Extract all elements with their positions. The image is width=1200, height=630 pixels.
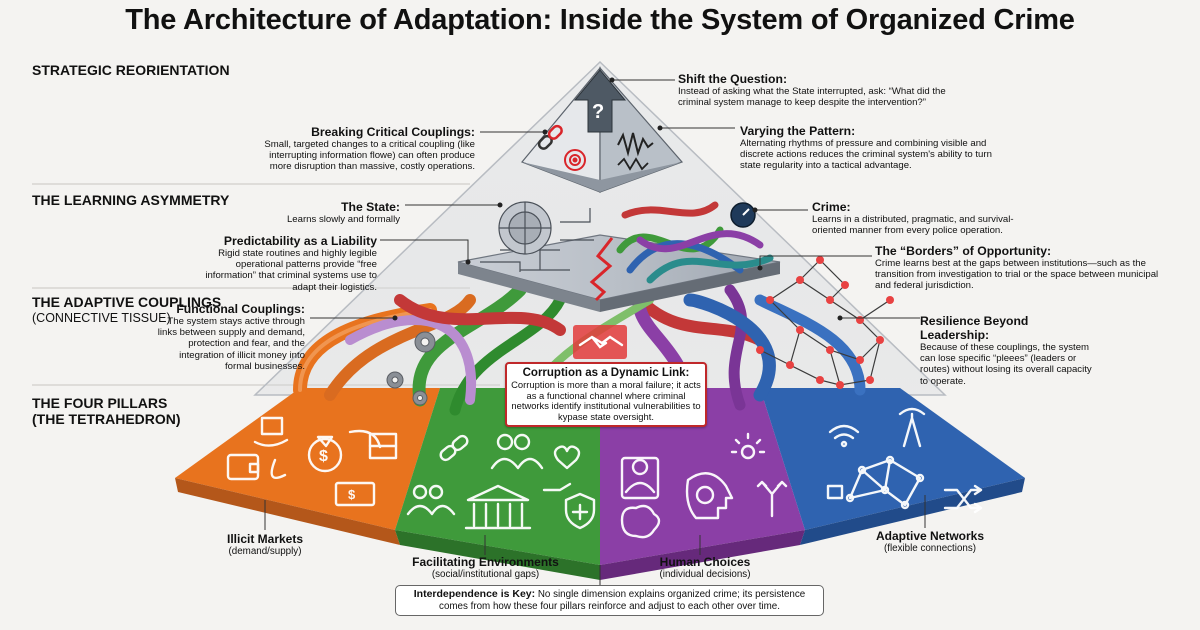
callout-body: Learns slowly and formally: [286, 214, 400, 225]
people-icon: [406, 484, 456, 516]
callout-heading: Varying the Pattern:: [740, 124, 856, 138]
key-label: Interdependence is Key:: [413, 588, 536, 600]
callout-the-state: The State: Learns slowly and formally: [250, 200, 400, 225]
hand-box-icon: [253, 416, 289, 447]
svg-text:$: $: [348, 487, 356, 502]
page-title: The Architecture of Adaptation: Inside t…: [125, 4, 1075, 36]
pillar-sub: (demand/supply): [228, 546, 302, 557]
cycle-arrow-icon: [270, 458, 287, 480]
learning-plate: [457, 201, 781, 312]
callout-body: Crime learns best at the gaps between in…: [875, 258, 1159, 292]
chain-icon: [439, 434, 469, 462]
callout-body: Small, targeted changes to a critical co…: [264, 139, 475, 173]
signpost-icon: [756, 480, 788, 518]
section-strategic-reorientation: STRATEGIC REORIENTATION: [32, 62, 230, 78]
interdependence-key-box: Interdependence is Key: No single dimens…: [395, 585, 824, 616]
section-pillars-subtitle: (THE TETRAHEDRON): [32, 411, 181, 427]
pillar-label-human-choices: Human Choices (individual decisions): [640, 556, 770, 581]
wifi-icon: [828, 424, 860, 448]
brain-icon: [620, 504, 661, 539]
pillar-sub: (flexible connections): [883, 543, 977, 554]
section-adaptive-couplings: THE ADAPTIVE COUPLINGS (CONNECTIVE TISSU…: [32, 294, 232, 326]
top-pyramid: ?: [521, 66, 684, 193]
callout-heading: Crime:: [812, 200, 851, 214]
callout-crime: Crime: Learns in a distributed, pragmati…: [812, 200, 1027, 236]
pillar-name: Human Choices: [659, 555, 751, 569]
callout-heading: Functional Couplings:: [176, 302, 305, 316]
callout-heading: Breaking Critical Couplings:: [311, 125, 475, 139]
callout-heading: Resilience Beyond Leadership:: [920, 314, 1029, 342]
shuffle-icon: [943, 484, 983, 514]
resilience-nodes: [756, 256, 894, 389]
svg-text:$: $: [319, 448, 328, 465]
key-body: No single dimension explains organized c…: [439, 589, 806, 612]
callout-body: The system stays active through links be…: [157, 316, 305, 372]
pillar-name: Adaptive Networks: [875, 529, 985, 543]
money-bag-icon: $: [307, 435, 343, 473]
section-four-pillars: THE FOUR PILLARS (THE TETRAHEDRON): [32, 395, 232, 427]
pillar-label-illicit-markets: Illicit Markets (demand/supply): [195, 533, 335, 558]
cabinet-icon: [368, 432, 398, 460]
leader-lines: [264, 79, 926, 586]
callout-functional-couplings: Functional Couplings: The system stays a…: [150, 302, 305, 372]
callout-body: Instead of asking what the State interru…: [678, 86, 946, 109]
person-icon: [620, 456, 660, 500]
pillar-name: Facilitating Environments: [412, 555, 559, 569]
chart-board-icon: [826, 484, 844, 500]
callout-heading: The State:: [341, 200, 400, 214]
pillar-name: Illicit Markets: [226, 532, 304, 546]
heart-hand-icon: [542, 445, 581, 492]
pillar-sub: (individual decisions): [659, 569, 751, 580]
section-pillars-title: THE FOUR PILLARS: [32, 395, 168, 411]
callout-body: Because of these couplings, the system c…: [920, 342, 1092, 387]
head-brain-icon: [685, 472, 734, 520]
shield-cross-icon: [564, 492, 596, 530]
broken-chain-icon: [537, 124, 563, 150]
gauge-icon: [730, 202, 756, 228]
callout-body: Learns in a distributed, pragmatic, and …: [812, 214, 1014, 237]
callout-borders: The “Borders” of Opportunity: Crime lear…: [875, 244, 1165, 292]
pillar-sub: (social/institutional gaps): [431, 569, 540, 580]
callout-heading: The “Borders” of Opportunity:: [875, 244, 1052, 258]
section-adaptive-subtitle: (CONNECTIVE TISSUE): [32, 311, 171, 325]
question-icon: ?: [592, 101, 604, 123]
pillar-label-facilitating-environments: Facilitating Environments (social/instit…: [398, 556, 573, 581]
callout-body: Corruption is more than a moral failure;…: [511, 379, 701, 422]
pillar-label-adaptive-networks: Adaptive Networks (flexible connections): [865, 530, 995, 555]
callout-body: Alternating rhythms of pressure and comb…: [740, 138, 992, 172]
handshake-icon: [573, 325, 627, 359]
people-icon: [490, 433, 544, 470]
callout-shift-question: Shift the Question: Instead of asking wh…: [678, 72, 968, 108]
callout-heading: Corruption as a Dynamic Link:: [522, 367, 690, 379]
section-learning-asymmetry: THE LEARNING ASYMMETRY: [32, 192, 230, 208]
arrow-up-icon: [573, 69, 627, 133]
callout-corruption: Corruption as a Dynamic Link: Corruption…: [505, 362, 707, 428]
idea-icon: [730, 432, 766, 460]
network-icon: [845, 455, 925, 510]
section-adaptive-title: THE ADAPTIVE COUPLINGS: [32, 294, 222, 310]
waveform-icon: [617, 132, 654, 157]
callout-resilience: Resilience Beyond Leadership: Because of…: [920, 314, 1100, 387]
cash-icon: $: [334, 481, 376, 507]
callout-heading: Predictability as a Liability: [223, 234, 377, 248]
callout-body: Rigid state routines and highly legible …: [205, 248, 377, 293]
callout-predictability: Predictability as a Liability Rigid stat…: [195, 234, 377, 293]
gear-icon: [386, 331, 436, 406]
antenna-icon: [898, 407, 926, 448]
pillar-facilitating-environments: [395, 388, 600, 565]
coupling-tubes: [293, 283, 866, 419]
target-icon: [564, 149, 586, 171]
callout-heading: Shift the Question:: [678, 72, 788, 86]
bank-icon: [464, 484, 532, 530]
wallet-icon: [226, 453, 260, 481]
callout-breaking-couplings: Breaking Critical Couplings: Small, targ…: [250, 125, 475, 173]
callout-varying-pattern: Varying the Pattern: Alternating rhythms…: [740, 124, 1005, 172]
pillar-human-choices: [600, 388, 805, 565]
